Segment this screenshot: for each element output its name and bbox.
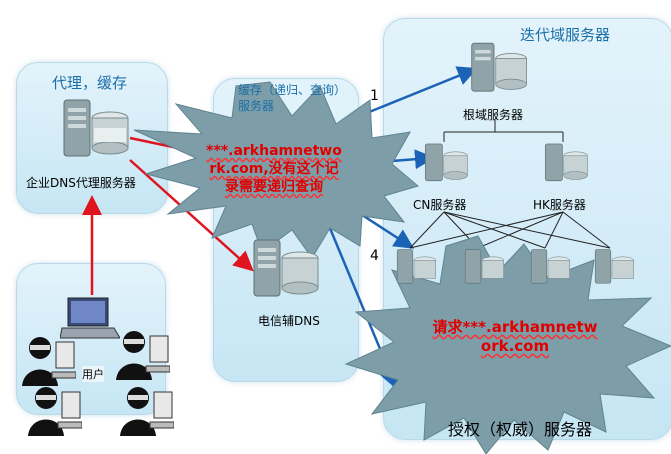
proxy-panel-title: 代理，缓存 xyxy=(52,74,128,92)
hacker-user-icon xyxy=(28,387,82,436)
proxy-server-label: 企业DNS代理服务器 xyxy=(26,176,136,190)
iterative-panel-title: 迭代域服务器 xyxy=(520,26,611,44)
second-level-server-icon xyxy=(464,249,504,284)
hacker-user-icon xyxy=(116,331,170,380)
second-level-server-icon xyxy=(530,249,570,284)
cn-server-label: CN服务器 xyxy=(413,198,467,212)
tree-lines xyxy=(409,120,611,249)
telecom-server-icon xyxy=(253,239,319,297)
root-server-icon xyxy=(471,42,527,92)
cn-server-icon xyxy=(424,143,468,182)
second-level-server-icon xyxy=(396,249,436,284)
hacker-user-icon xyxy=(22,337,76,386)
hk-server-icon xyxy=(544,143,588,182)
hacker-user-icon xyxy=(120,387,174,436)
right-request-burst xyxy=(344,235,671,454)
proxy-to-telecom-arrow-2 xyxy=(129,159,254,272)
left-warning-burst xyxy=(133,81,420,259)
telecom-server-label: 电信辅DNS xyxy=(258,314,320,328)
left-burst-text: ***.arkhamnetwork.com,没有这个记录需要递归查询 xyxy=(206,143,342,195)
right-burst-text: 请求***.arkhamnetwork.com xyxy=(432,318,598,355)
proxy-server-icon xyxy=(63,99,129,157)
laptop-icon xyxy=(60,297,120,339)
hk-server-label: HK服务器 xyxy=(533,198,586,212)
authoritative-panel-title: 授权（权威）服务器 xyxy=(448,420,593,439)
root-server-label: 根域服务器 xyxy=(463,108,524,122)
step-1-label: 1 xyxy=(370,88,379,104)
users-label: 用户 xyxy=(82,366,104,382)
telecom-panel-title: 缓存（递归、查询）服务器 xyxy=(238,83,347,113)
second-level-server-icon xyxy=(594,249,634,284)
step-4-label: 4 xyxy=(370,248,379,264)
